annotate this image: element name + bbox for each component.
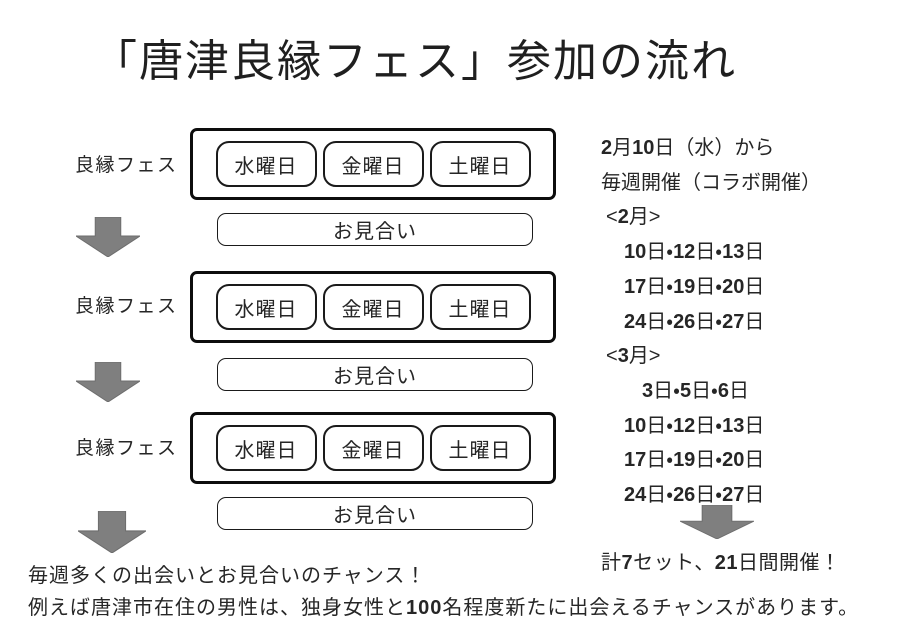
down-arrow-icon <box>78 511 146 553</box>
day-pill-friday: 金曜日 <box>322 284 424 330</box>
schedule-dates: 24日・26日・27日 <box>624 484 765 507</box>
schedule-line-weekly: 毎週開催（コラボ開催） <box>601 171 821 194</box>
schedule-dates: 17日・19日・20日 <box>624 275 765 298</box>
schedule-panel: 2月10日（水）から 毎週開催（コラボ開催） <2月> 10日・12日・13日 … <box>601 131 821 513</box>
schedule-line-start: 2月10日（水）から <box>601 137 775 159</box>
day-pill-wednesday: 水曜日 <box>215 425 317 471</box>
note-weekly-chance: 毎週多くの出会いとお見合いのチャンス！ <box>28 565 427 587</box>
schedule-dates: 24日・26日・27日 <box>624 310 765 333</box>
day-pill-saturday: 土曜日 <box>429 284 531 330</box>
matchmaking-box-2: お見合い <box>217 358 533 391</box>
down-arrow-icon <box>76 217 140 257</box>
day-pill-saturday: 土曜日 <box>429 141 531 187</box>
schedule-dates: 10日・12日・13日 <box>624 414 765 437</box>
page-title: 「唐津良縁フェス」参加の流れ <box>93 37 737 86</box>
schedule-dates: 3日・5日・6日 <box>642 379 749 402</box>
fes-label-1: 良縁フェス <box>75 155 178 176</box>
day-pill-wednesday: 水曜日 <box>215 284 317 330</box>
day-pill-friday: 金曜日 <box>322 141 424 187</box>
schedule-dates: 17日・19日・20日 <box>624 449 765 472</box>
fes-label-2: 良縁フェス <box>75 296 178 317</box>
day-pill-wednesday: 水曜日 <box>215 141 317 187</box>
schedule-dates: 10日・12日・13日 <box>624 241 765 264</box>
day-pill-friday: 金曜日 <box>322 425 424 471</box>
fes-days-box-2: 水曜日 金曜日 土曜日 <box>190 271 556 343</box>
down-arrow-icon <box>680 505 754 539</box>
fes-label-3: 良縁フェス <box>75 438 178 459</box>
matchmaking-box-3: お見合い <box>217 497 533 530</box>
fes-days-box-1: 水曜日 金曜日 土曜日 <box>190 128 556 200</box>
schedule-month-mar: <3月> <box>606 345 661 368</box>
schedule-month-feb: <2月> <box>606 206 661 229</box>
note-example: 例えば唐津市在住の男性は、独身女性と100名程度新たに出会えるチャンスがあります… <box>28 597 860 619</box>
day-pill-saturday: 土曜日 <box>429 425 531 471</box>
fes-days-box-3: 水曜日 金曜日 土曜日 <box>190 412 556 484</box>
down-arrow-icon <box>76 362 140 402</box>
matchmaking-box-1: お見合い <box>217 213 533 246</box>
schedule-summary: 計7セット、21日間開催！ <box>601 552 841 574</box>
